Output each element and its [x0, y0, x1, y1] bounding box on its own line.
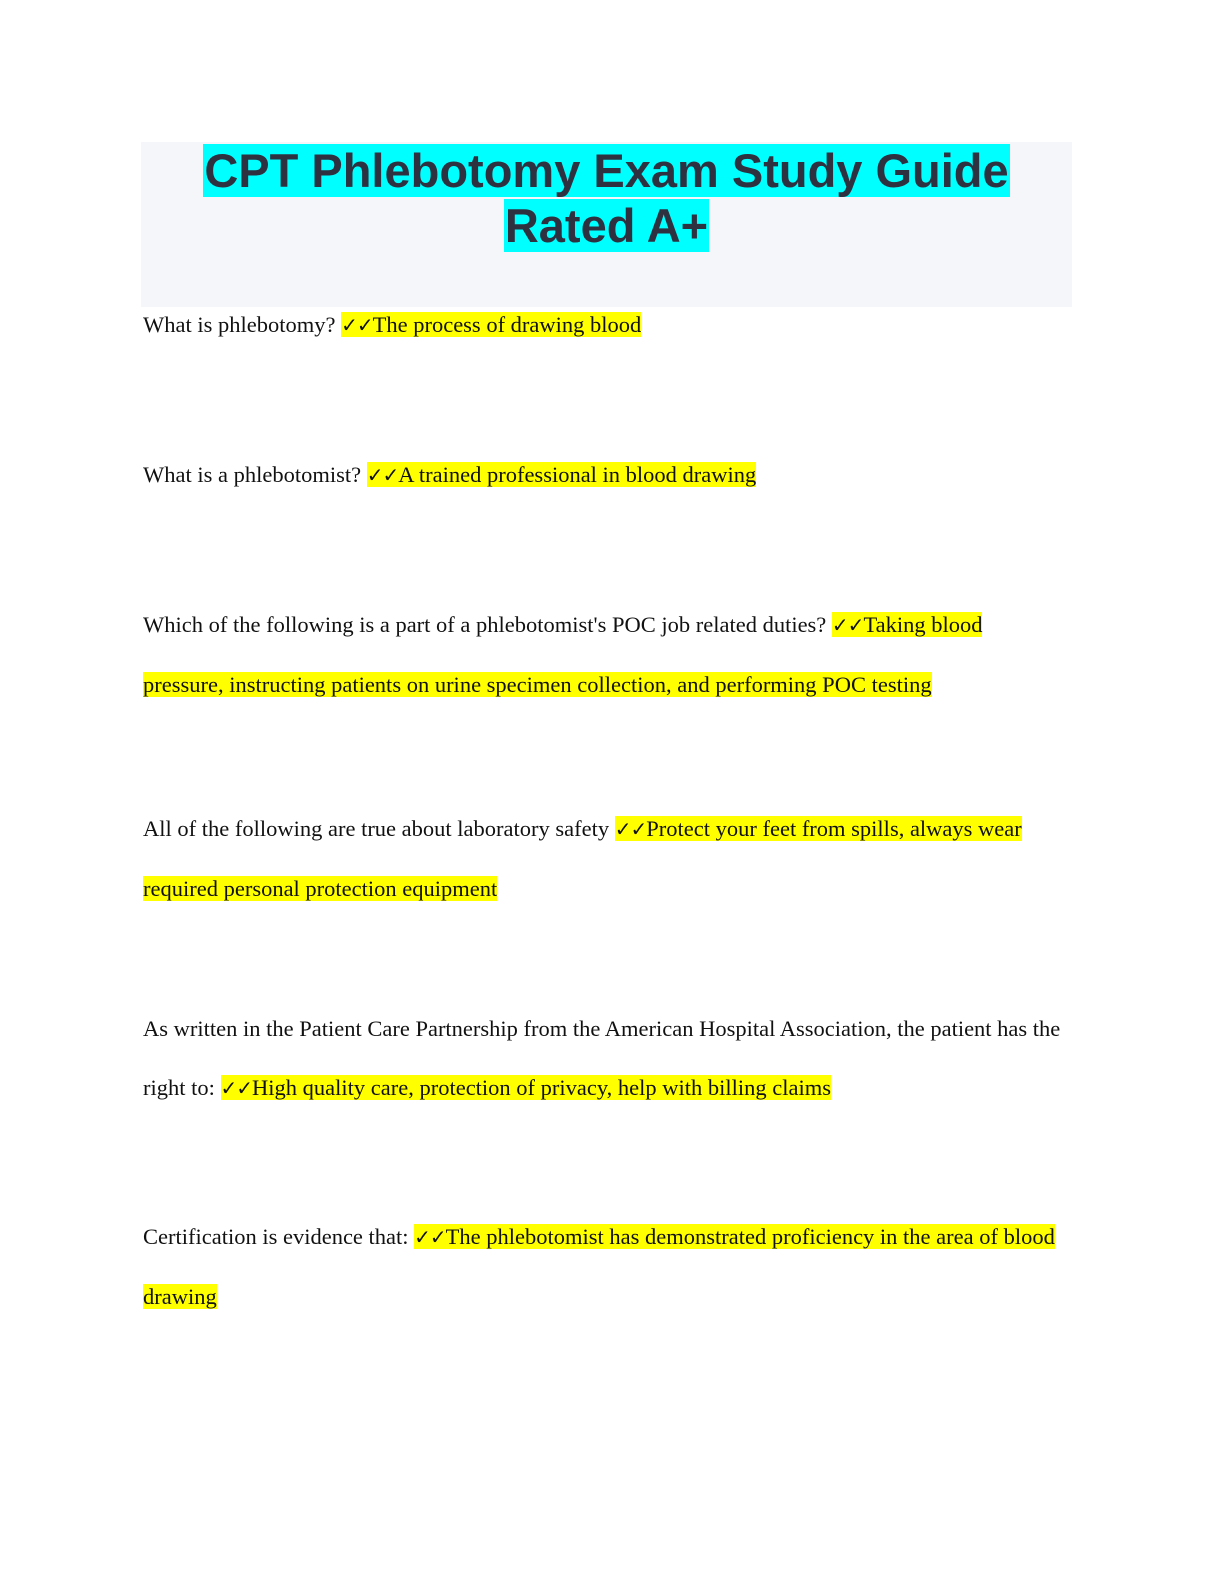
page-title: CPT Phlebotomy Exam Study Guide Rated A+: [141, 142, 1072, 253]
double-check-icon: ✓✓: [831, 613, 865, 637]
qa-item-3: Which of the following is a part of a ph…: [143, 595, 1063, 714]
qa-item-6: Certification is evidence that: ✓✓The ph…: [143, 1207, 1063, 1326]
double-check-icon: ✓✓: [220, 1076, 254, 1100]
answer-text: ✓✓High quality care, protection of priva…: [220, 1075, 832, 1100]
qa-item-2: What is a phlebotomist? ✓✓A trained prof…: [143, 445, 1063, 505]
title-line-1: CPT Phlebotomy Exam Study Guide: [203, 144, 1010, 197]
question-text: As written in the Patient Care Partnersh…: [143, 1016, 1061, 1100]
answer-text: ✓✓The process of drawing blood: [341, 312, 642, 337]
question-text: Which of the following is a part of a ph…: [143, 612, 832, 637]
question-text: Certification is evidence that:: [143, 1224, 415, 1249]
answer-value: The phlebotomist has demonstrated profic…: [143, 1224, 1055, 1309]
answer-value: The process of drawing blood: [372, 312, 642, 337]
qa-item-1: What is phlebotomy? ✓✓The process of dra…: [143, 295, 1063, 355]
question-text: All of the following are true about labo…: [143, 816, 615, 841]
answer-value: Protect your feet from spills, always we…: [143, 816, 1022, 901]
double-check-icon: ✓✓: [414, 1225, 447, 1249]
double-check-icon: ✓✓: [366, 463, 400, 487]
qa-item-5: As written in the Patient Care Partnersh…: [143, 999, 1063, 1118]
answer-value: High quality care, protection of privacy…: [252, 1075, 832, 1100]
double-check-icon: ✓✓: [614, 817, 648, 841]
question-text: What is a phlebotomist?: [143, 462, 367, 487]
title-line-2: Rated A+: [503, 199, 710, 252]
double-check-icon: ✓✓: [341, 313, 374, 337]
answer-value: A trained professional in blood drawing: [398, 462, 757, 487]
answer-value: Taking blood pressure, instructing patie…: [143, 612, 983, 697]
title-block: CPT Phlebotomy Exam Study Guide Rated A+: [141, 142, 1072, 307]
answer-text: ✓✓A trained professional in blood drawin…: [366, 462, 757, 487]
question-text: What is phlebotomy?: [143, 312, 342, 337]
qa-item-4: All of the following are true about labo…: [143, 799, 1063, 918]
